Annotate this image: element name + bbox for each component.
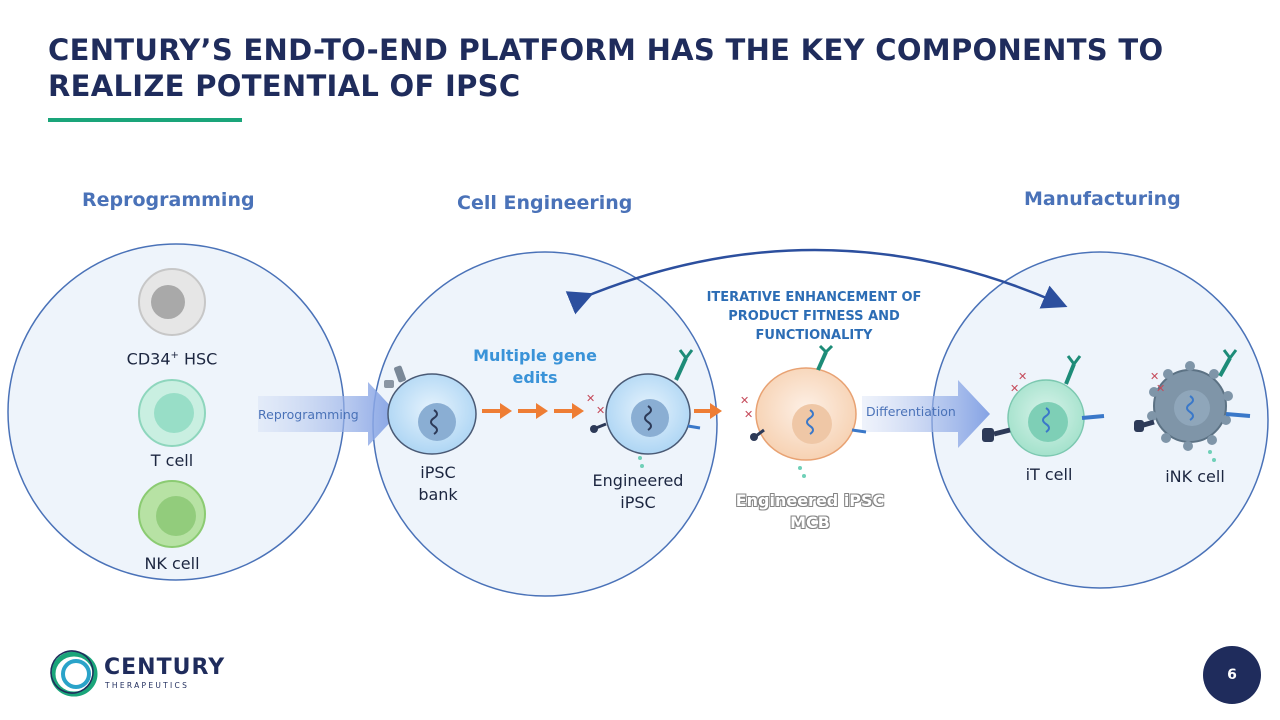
page-title-line-2: REALIZE POTENTIAL OF IPSC bbox=[48, 69, 521, 103]
nk-cell-icon bbox=[138, 480, 206, 548]
multiple-gene-edits-line-2: edits bbox=[512, 368, 558, 387]
cd34-hsc-label: CD34+ HSC bbox=[120, 345, 224, 370]
it-cell-icon: ✕ ✕ bbox=[982, 355, 1105, 457]
iterative-enhancement-callout: ITERATIVE ENHANCEMENT OF PRODUCT FITNESS… bbox=[676, 288, 952, 345]
engineered-ipsc-line-2: iPSC bbox=[620, 493, 656, 512]
multiple-gene-edits-line-1: Multiple gene bbox=[473, 346, 597, 365]
svg-text:✕: ✕ bbox=[1018, 370, 1027, 383]
section-title-reprogramming: Reprogramming bbox=[82, 189, 255, 211]
differentiation-arrow bbox=[862, 380, 990, 448]
cd34-superscript: + bbox=[170, 350, 179, 361]
iterative-line-1: ITERATIVE ENHANCEMENT OF bbox=[706, 290, 922, 305]
page-title: CENTURY’S END-TO-END PLATFORM HAS THE KE… bbox=[48, 32, 1248, 104]
it-cell-label: iT cell bbox=[1025, 465, 1073, 484]
t-cell-label: T cell bbox=[150, 451, 194, 470]
engineered-ipsc-line-1: Engineered bbox=[592, 471, 684, 490]
company-logo-tagline: THERAPEUTICS bbox=[105, 681, 190, 690]
svg-text:✕: ✕ bbox=[596, 404, 605, 417]
engineered-ipsc-label: Engineered iPSC bbox=[578, 470, 698, 514]
svg-text:✕: ✕ bbox=[586, 392, 595, 405]
engineered-ipsc-cell-icon: ✕ ✕ bbox=[586, 349, 701, 468]
iterative-line-2: PRODUCT FITNESS AND bbox=[728, 309, 900, 324]
engineered-ipsc-mcb-label: Engineered iPSC MCB bbox=[720, 490, 900, 534]
page-title-line-1: CENTURY’S END-TO-END PLATFORM HAS THE KE… bbox=[48, 33, 1164, 67]
page-number-badge: 6 bbox=[1203, 646, 1261, 704]
cd34-hsc-cell-icon bbox=[138, 268, 206, 336]
cd34-suffix: HSC bbox=[178, 349, 218, 369]
svg-text:✕: ✕ bbox=[740, 394, 749, 407]
multiple-gene-edits-callout: Multiple gene edits bbox=[460, 345, 610, 389]
gene-edit-arrows bbox=[482, 403, 722, 419]
nk-cell-label: NK cell bbox=[144, 554, 200, 573]
ipsc-bank-line-1: iPSC bbox=[420, 463, 456, 482]
svg-text:✕: ✕ bbox=[1010, 382, 1019, 395]
ink-cell-icon: ✕ ✕ bbox=[1134, 349, 1251, 462]
ink-cell-label: iNK cell bbox=[1165, 467, 1225, 486]
ipsc-bank-cell-icon bbox=[384, 365, 477, 455]
section-title-cell-engineering: Cell Engineering bbox=[457, 192, 633, 214]
mcb-label-line-2: MCB bbox=[790, 513, 830, 532]
company-logo-name: CENTURY bbox=[104, 655, 226, 680]
reprogramming-arrow bbox=[258, 382, 398, 446]
ipsc-bank-label: iPSC bank bbox=[398, 462, 478, 506]
mcb-label-line-1: Engineered iPSC bbox=[735, 491, 885, 510]
page-number: 6 bbox=[1227, 667, 1237, 683]
svg-text:✕: ✕ bbox=[744, 408, 753, 421]
section-title-manufacturing: Manufacturing bbox=[1024, 188, 1181, 210]
cd34-text: CD34 bbox=[126, 349, 171, 369]
iterative-line-3: FUNCTIONALITY bbox=[755, 328, 873, 343]
svg-text:✕: ✕ bbox=[1150, 370, 1159, 383]
century-logo-icon bbox=[50, 650, 98, 697]
differentiation-arrow-label: Differentiation bbox=[866, 404, 956, 419]
reprogramming-arrow-label: Reprogramming bbox=[258, 407, 359, 422]
title-underline bbox=[48, 118, 242, 122]
t-cell-icon bbox=[138, 379, 206, 447]
iterative-loop-arrow bbox=[565, 248, 1068, 315]
svg-text:✕: ✕ bbox=[1156, 382, 1165, 395]
engineered-ipsc-mcb-cell-icon: ✕ ✕ bbox=[740, 344, 867, 478]
ipsc-bank-line-2: bank bbox=[418, 485, 458, 504]
